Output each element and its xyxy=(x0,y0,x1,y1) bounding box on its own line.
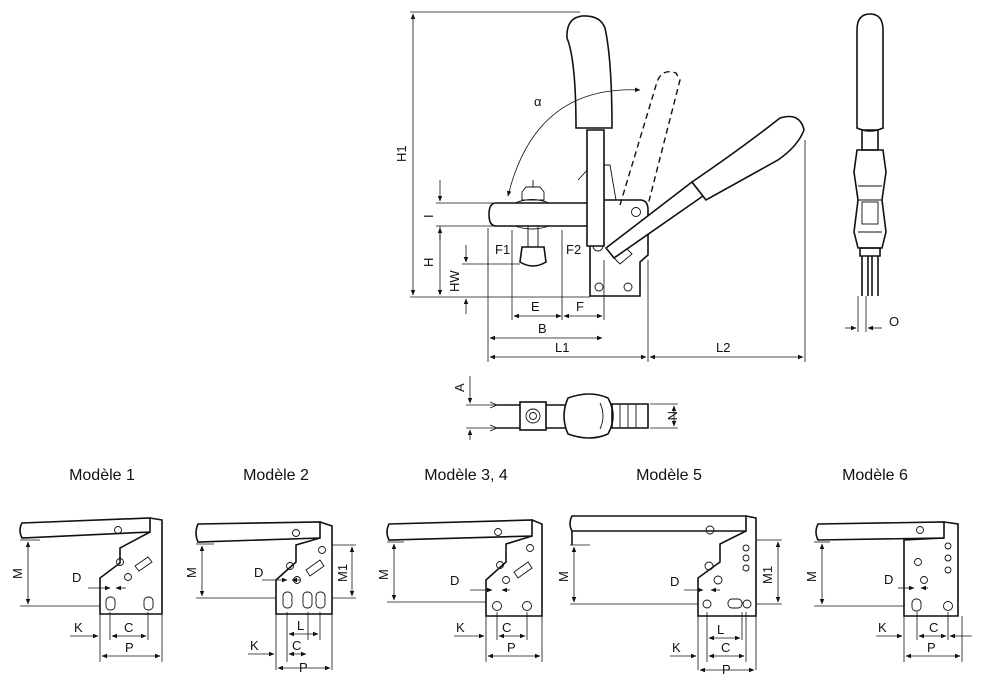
handle-grip-closed xyxy=(566,15,613,129)
m6-D-label: D xyxy=(884,572,893,587)
m6-P-label: P xyxy=(927,640,936,655)
pivot-pin xyxy=(631,207,641,217)
L2-label: L2 xyxy=(716,340,730,355)
side-handle-grip xyxy=(856,13,884,132)
m2-L-label: L xyxy=(297,618,304,633)
handle-grip xyxy=(690,115,805,202)
m1-C-label: C xyxy=(124,620,133,635)
handle-grip-open xyxy=(604,180,705,260)
model-6-drawing: M D K C P xyxy=(804,521,972,662)
model-2-title: Modèle 2 xyxy=(243,467,309,484)
clamp-body xyxy=(589,199,649,297)
m5-D-label: D xyxy=(670,574,679,589)
m2-M-label: M xyxy=(184,567,199,578)
top-view: A N xyxy=(452,376,680,440)
m3-M-label: M xyxy=(376,569,391,580)
F-label: F xyxy=(576,299,584,314)
m5-M-label: M xyxy=(556,571,571,582)
H-label: H xyxy=(421,258,436,267)
side-body xyxy=(853,149,887,249)
top-spindle-block xyxy=(519,401,547,431)
m3-D-label: D xyxy=(450,573,459,588)
pressure-pad xyxy=(519,246,547,267)
m2-D-label: D xyxy=(254,565,263,580)
m5-K-label: K xyxy=(672,640,681,655)
HW-label: HW xyxy=(447,270,462,292)
model-5-title: Modèle 5 xyxy=(636,467,702,484)
O-label: O xyxy=(889,314,899,329)
model-6-title: Modèle 6 xyxy=(842,467,908,484)
m6-C-label: C xyxy=(929,620,938,635)
mount-hole xyxy=(623,282,633,292)
m2-K-label: K xyxy=(250,638,259,653)
model-3-4-drawing: M D K C P xyxy=(376,519,543,662)
m2-P-label: P xyxy=(299,660,308,675)
spindle-nut xyxy=(521,186,545,201)
L1-label: L1 xyxy=(555,340,569,355)
model-3-4-title: Modèle 3, 4 xyxy=(424,467,508,484)
model-1-drawing: M D K C P xyxy=(10,517,163,662)
I-label: I xyxy=(421,214,436,218)
m1-M-label: M xyxy=(10,568,25,579)
A-label: A xyxy=(452,383,467,392)
m3-K-label: K xyxy=(456,620,465,635)
m2-C-label: C xyxy=(292,638,301,653)
B-label: B xyxy=(538,321,547,336)
m5-M1-label: M1 xyxy=(760,566,775,584)
m1-P-label: P xyxy=(125,640,134,655)
m5-P-label: P xyxy=(722,662,731,675)
clamp-arm xyxy=(488,202,591,227)
H1-label: H1 xyxy=(394,145,409,162)
m1-D-label: D xyxy=(72,570,81,585)
model-1-title: Modèle 1 xyxy=(69,467,135,484)
main-front-view: α H1 I H HW F1 F2 E F B xyxy=(394,11,806,362)
alpha-label: α xyxy=(534,94,542,109)
model-2-drawing: M M1 D L K C P xyxy=(184,521,356,675)
m2-M1-label: M1 xyxy=(335,564,350,582)
E-label: E xyxy=(531,299,540,314)
m6-M-label: M xyxy=(804,571,819,582)
F2-label: F2 xyxy=(566,242,581,257)
side-view: O xyxy=(845,13,899,332)
top-base xyxy=(611,403,649,429)
m5-L-label: L xyxy=(717,622,724,637)
model-5-drawing: M M1 D L K C P xyxy=(556,515,782,675)
m3-C-label: C xyxy=(502,620,511,635)
top-handle-knob xyxy=(563,393,614,439)
m5-C-label: C xyxy=(721,640,730,655)
mount-hole xyxy=(594,282,604,292)
F1-label: F1 xyxy=(495,242,510,257)
handle-intermediate xyxy=(619,70,681,206)
handle-link xyxy=(586,129,605,247)
N-label: N xyxy=(665,411,680,420)
m6-K-label: K xyxy=(878,620,887,635)
m3-P-label: P xyxy=(507,640,516,655)
m1-K-label: K xyxy=(74,620,83,635)
